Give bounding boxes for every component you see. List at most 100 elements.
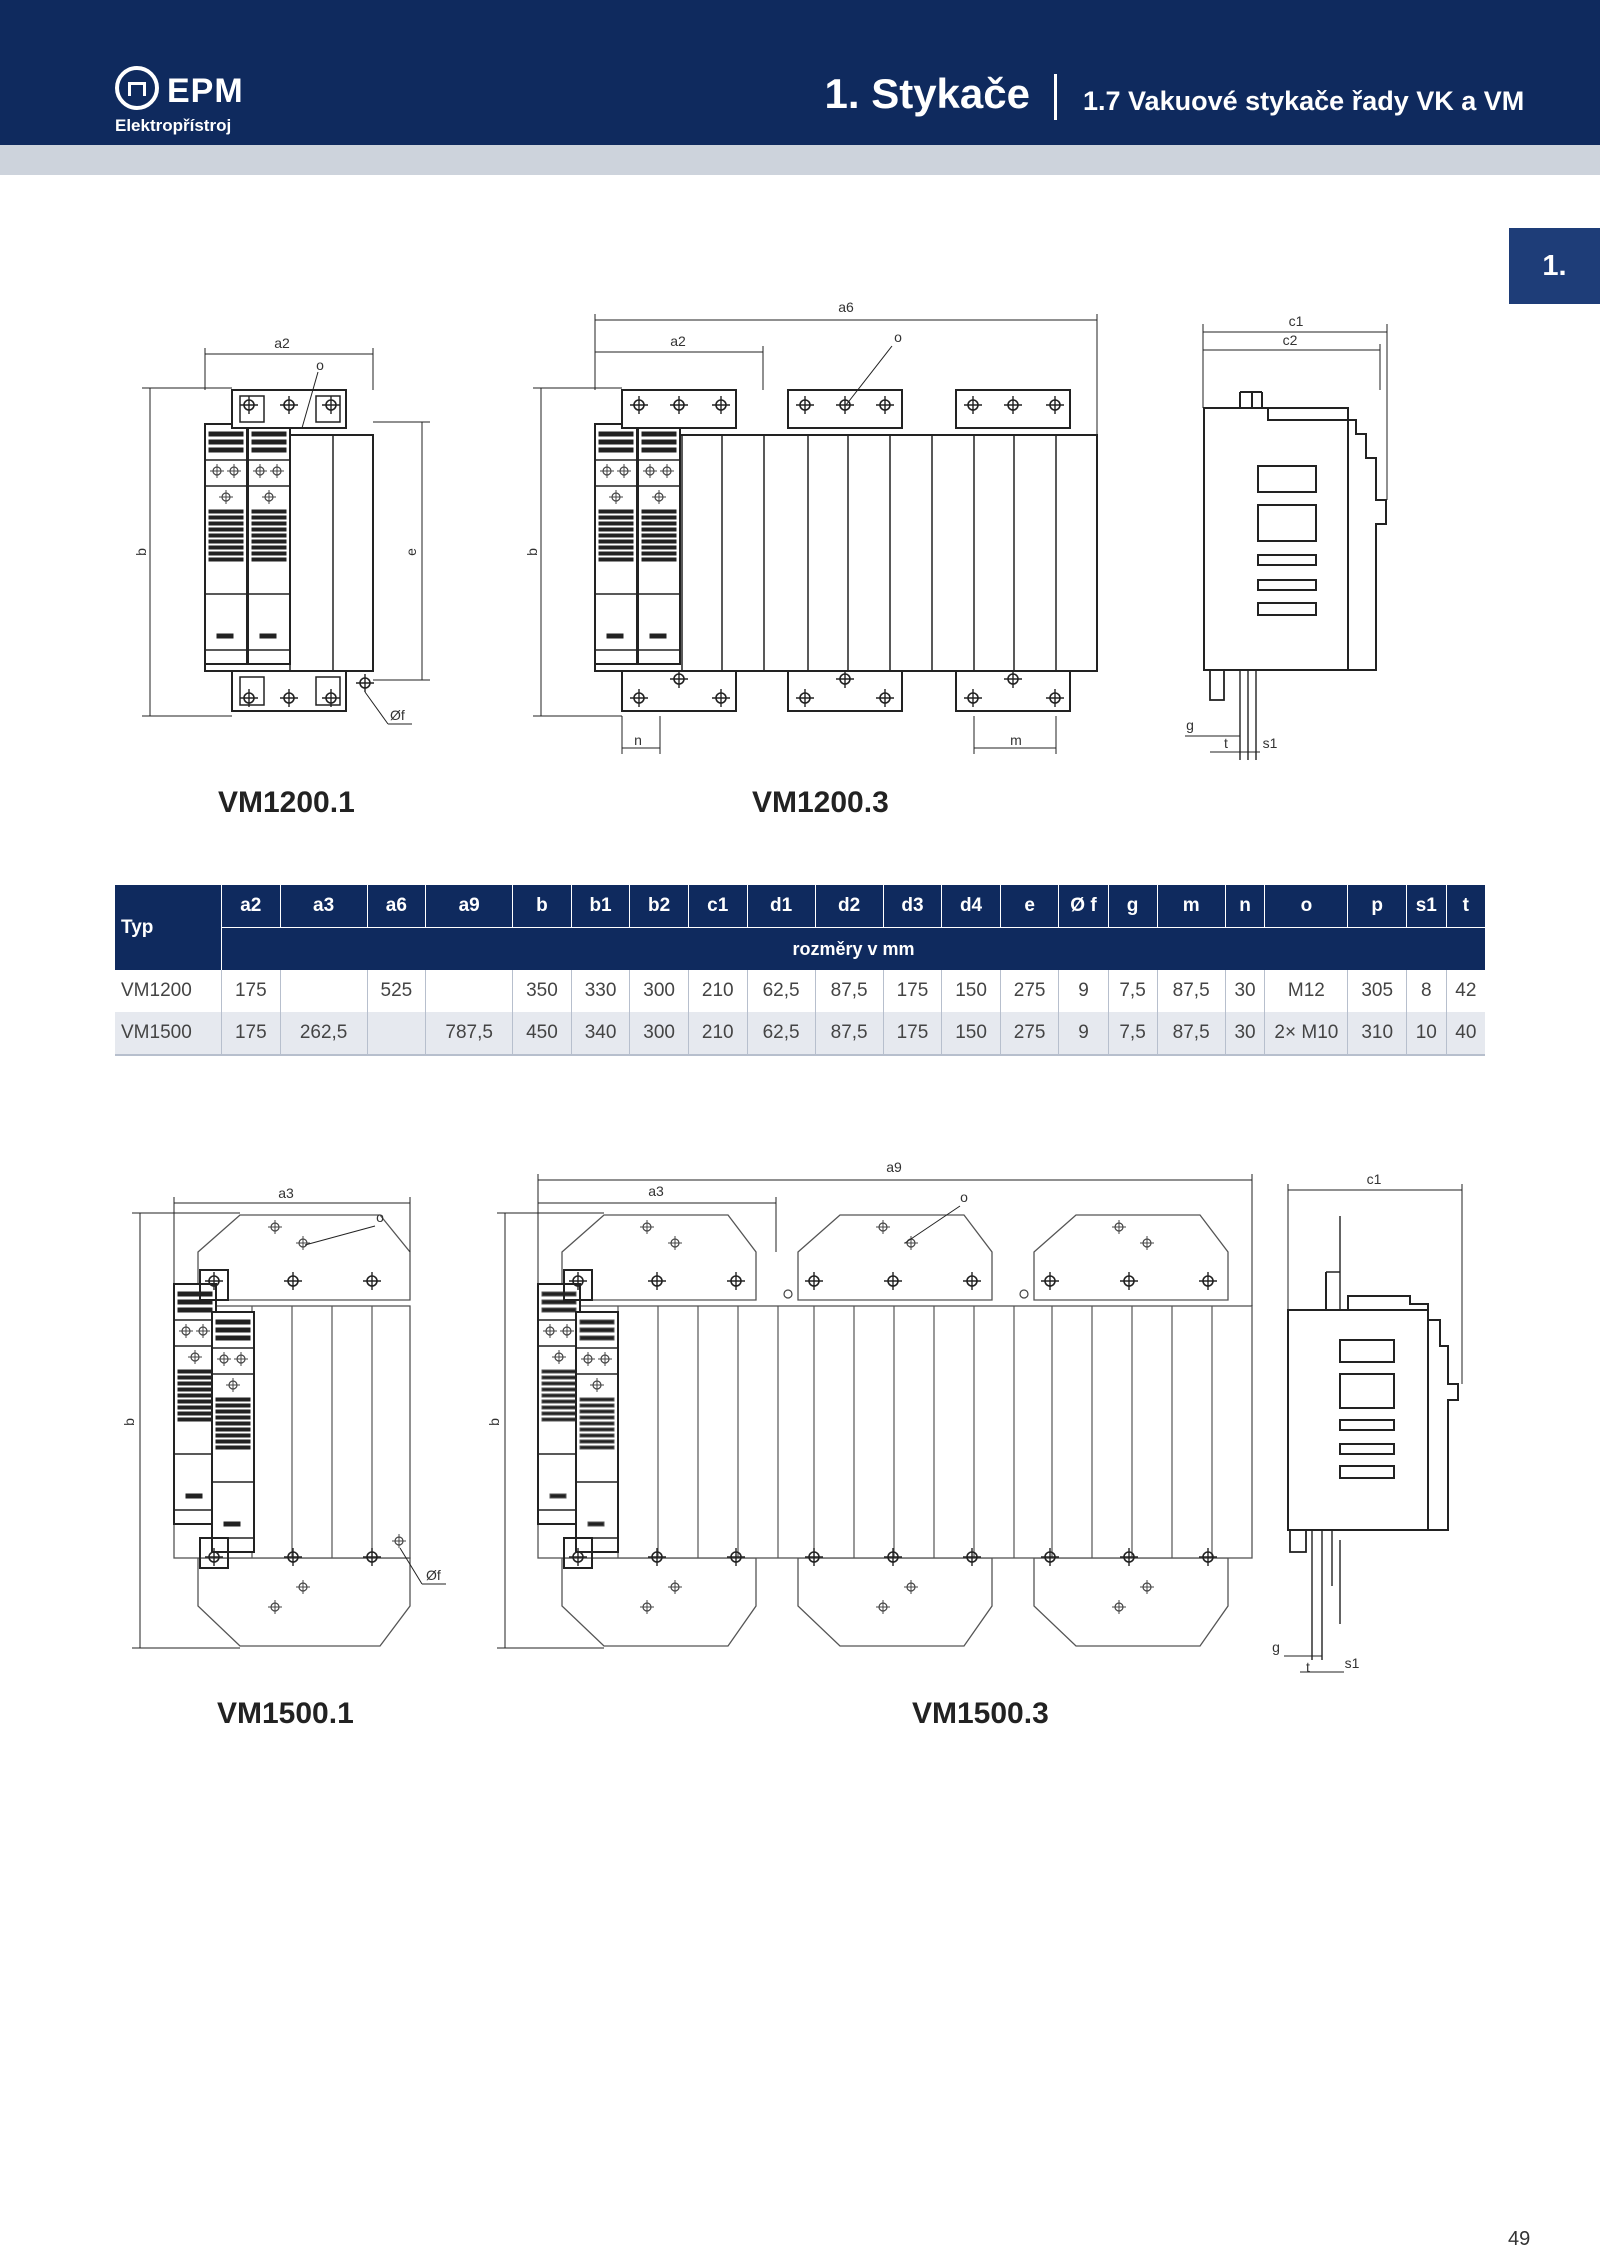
caption-vm1200-1: VM1200.1 [218, 786, 355, 819]
table-cell: 525 [367, 970, 427, 1012]
vm1200-1-drawing [142, 348, 430, 725]
logo-text: EPM [167, 72, 244, 110]
table-cell: 305 [1347, 970, 1407, 1012]
column-header: g [1108, 885, 1158, 928]
table-cell: 9 [1058, 970, 1109, 1012]
vm1200-1-label-a2: a2 [274, 335, 290, 351]
vm1500-1-label-b: b [121, 1418, 137, 1426]
vm1500-3-label-o: o [960, 1189, 968, 1205]
column-header: b [512, 885, 572, 928]
vm1500-3-drawing [497, 1174, 1253, 1649]
table-cell: 210 [688, 970, 748, 1012]
header-strip [0, 145, 1600, 175]
vm1200-3-label-a6: a6 [838, 299, 854, 315]
logo-circle-icon [115, 66, 159, 110]
table-cell: 350 [512, 970, 572, 1012]
vm1200-3-drawing [533, 314, 1098, 754]
logo-subtitle: Elektropřístroj [115, 116, 232, 135]
column-header: b1 [571, 885, 631, 928]
table-header-row: Typ a2 a3 a6 a9 b b1 b2 c1 d1 d2 d3 d4 e… [115, 885, 1485, 970]
table-cell: 262,5 [280, 1012, 368, 1056]
table-row: VM1500 175 262,5 787,5 450 340 300 210 6… [115, 1012, 1485, 1056]
table-cell: 150 [941, 970, 1001, 1012]
vm1200-3-label-o: o [894, 329, 902, 345]
table-cell: 42 [1455, 980, 1477, 1001]
page-header: EPM Elektropřístroj 1. Stykače 1.7 Vakuo… [0, 0, 1600, 145]
vm1200-3-label-a2: a2 [670, 333, 686, 349]
column-header-typ: Typ [115, 885, 222, 970]
vm1200-side-label-g: g [1186, 717, 1194, 733]
column-header: d4 [941, 885, 1001, 928]
column-header: o [1264, 885, 1349, 928]
table-cell: 275 [1000, 1012, 1060, 1056]
table-cell: 310 [1347, 1012, 1407, 1056]
vm1200-1-label-e: e [403, 548, 419, 556]
vm1200-side-label-c1: c1 [1289, 313, 1304, 329]
table-cell: 330 [571, 970, 631, 1012]
table-cell: 62,5 [747, 970, 816, 1012]
vm1200-3-label-n: n [634, 732, 642, 748]
column-header: d2 [815, 885, 884, 928]
table-cell: 30 [1225, 1012, 1266, 1056]
table-cell: M12 [1264, 970, 1349, 1012]
table-cell: 87,5 [815, 1012, 884, 1056]
column-header: Ø f [1058, 885, 1109, 928]
units-label: rozměry v mm [221, 927, 1485, 970]
table-cell: 62,5 [747, 1012, 816, 1056]
table-cell: 150 [941, 1012, 1001, 1056]
vm1500-side-drawing [1284, 1184, 1463, 1673]
vm1200-side-label-c2: c2 [1283, 332, 1298, 348]
table-cell: 10 [1406, 1012, 1447, 1056]
vm1500-side-label-s1: s1 [1345, 1655, 1360, 1671]
vm1500-1-label-o: o [376, 1209, 384, 1225]
column-header: n [1225, 885, 1266, 928]
page-number: 49 [1508, 2228, 1531, 2250]
table-cell: 175 [221, 970, 281, 1012]
row-type: VM1500 [115, 1012, 222, 1056]
table-cell: 175 [883, 1012, 943, 1056]
table-cell: 7,5 [1108, 1012, 1158, 1056]
column-header: a9 [425, 885, 514, 928]
vm1500-side-label-t: t [1306, 1659, 1310, 1675]
column-header: a3 [280, 885, 368, 928]
epm-logo: EPM Elektropřístroj [115, 66, 255, 138]
vm1200-1-label-f: Øf [390, 707, 405, 723]
vm1500-3-label-a3: a3 [648, 1183, 664, 1199]
vm1500-1-label-f: Øf [426, 1567, 441, 1583]
table-cell: 450 [512, 1012, 572, 1056]
vm1500-3-label-a9: a9 [886, 1159, 902, 1175]
vm1500-1-label-a3: a3 [278, 1185, 294, 1201]
column-header: b2 [629, 885, 689, 928]
table-cell: 9 [1058, 1012, 1109, 1056]
vm1200-3-label-b: b [524, 548, 540, 556]
column-header: d1 [747, 885, 816, 928]
table-cell: 87,5 [1157, 970, 1226, 1012]
column-header: t [1446, 885, 1485, 928]
table-cell: 210 [688, 1012, 748, 1056]
chapter-tab[interactable]: 1. [1509, 228, 1600, 304]
column-header: c1 [688, 885, 748, 928]
table-cell: 175 [883, 970, 943, 1012]
vm1500-side-label-g: g [1272, 1639, 1280, 1655]
vm1500-3-label-b: b [486, 1418, 502, 1426]
vm1200-side-drawing [1185, 324, 1388, 760]
column-header: a2 [221, 885, 281, 928]
row-type: VM1200 [115, 970, 222, 1012]
table-cell [425, 970, 514, 1012]
section-title: 1.7 Vakuové stykače řady VK a VM [1083, 86, 1525, 116]
caption-vm1200-3: VM1200.3 [752, 786, 889, 819]
table-cell [367, 1012, 427, 1056]
column-header: p [1347, 885, 1407, 928]
vm1200-1-label-o: o [316, 357, 324, 373]
table-cell: 300 [629, 1012, 689, 1056]
table-cell: 340 [571, 1012, 631, 1056]
table-row: VM1200 175 525 350 330 300 210 62,5 87,5… [115, 970, 1485, 1012]
vm1200-1-label-b: b [133, 548, 149, 556]
vm1200-3-label-m: m [1010, 732, 1022, 748]
column-header: s1 [1406, 885, 1447, 928]
table-cell [280, 970, 368, 1012]
chapter-title: 1. Stykače [824, 70, 1031, 117]
vm1200-side-label-s1: s1 [1263, 735, 1278, 751]
table-cell: 40 [1446, 1012, 1485, 1056]
